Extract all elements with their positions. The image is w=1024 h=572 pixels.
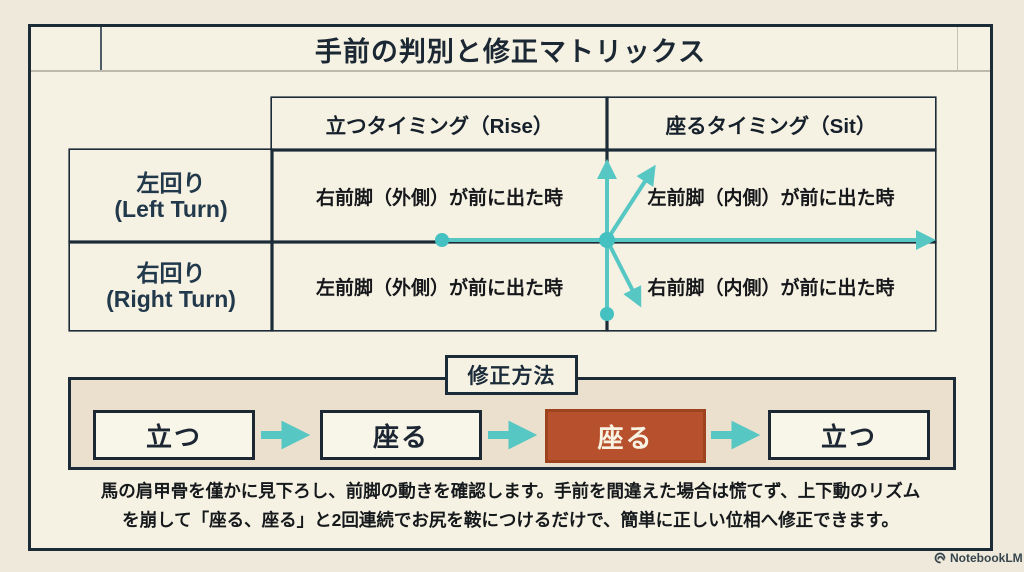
- page-title: 手前の判別と修正マトリックス: [314, 37, 707, 67]
- footer-note-line2: を崩して「座る、座る」と2回連続でお尻を鞍につけるだけで、簡単に正しい位相へ修正…: [122, 509, 899, 530]
- row-header-left-turn: 左回り (Left Turn): [70, 150, 272, 242]
- column-header-rise: 立つタイミング（Rise）: [272, 98, 607, 150]
- flow-step-rise-1: 立つ: [93, 410, 255, 460]
- cell-right-turn-rise: 左前脚（外側）が前に出た時: [272, 242, 607, 330]
- row-header-left-turn-ja: 左回り: [136, 169, 206, 196]
- title-band-divider-right: [957, 27, 958, 70]
- footer-note: 馬の肩甲骨を僅かに見下ろし、前脚の動きを確認します。手前を間違えた場合は慌てず、…: [31, 477, 990, 534]
- flow-step-sit-1: 座る: [320, 410, 482, 460]
- row-header-right-turn: 右回り (Right Turn): [70, 242, 272, 330]
- cell-right-turn-sit: 右前脚（内側）が前に出た時: [607, 242, 935, 330]
- footer-note-line1: 馬の肩甲骨を僅かに見下ろし、前脚の動きを確認します。手前を間違えた場合は慌てず、…: [100, 481, 921, 501]
- row-header-left-turn-en: (Left Turn): [114, 196, 228, 222]
- column-header-sit: 座るタイミング（Sit）: [607, 98, 935, 150]
- watermark-text: NotebookLM: [950, 551, 1023, 565]
- notebooklm-logo-icon: [934, 552, 946, 564]
- title-band-divider-left: [100, 27, 102, 70]
- row-header-right-turn-en: (Right Turn): [106, 286, 236, 312]
- cell-left-turn-sit: 左前脚（内側）が前に出た時: [607, 150, 935, 242]
- title-underline: [31, 70, 990, 72]
- row-header-right-turn-ja: 右回り: [136, 259, 206, 286]
- watermark: NotebookLM: [934, 551, 1023, 565]
- flow-step-sit-2-highlighted: 座る: [545, 409, 706, 463]
- flow-step-rise-2: 立つ: [768, 410, 930, 460]
- correction-method-label: 修正方法: [445, 355, 578, 395]
- cell-left-turn-rise: 右前脚（外側）が前に出た時: [272, 150, 607, 242]
